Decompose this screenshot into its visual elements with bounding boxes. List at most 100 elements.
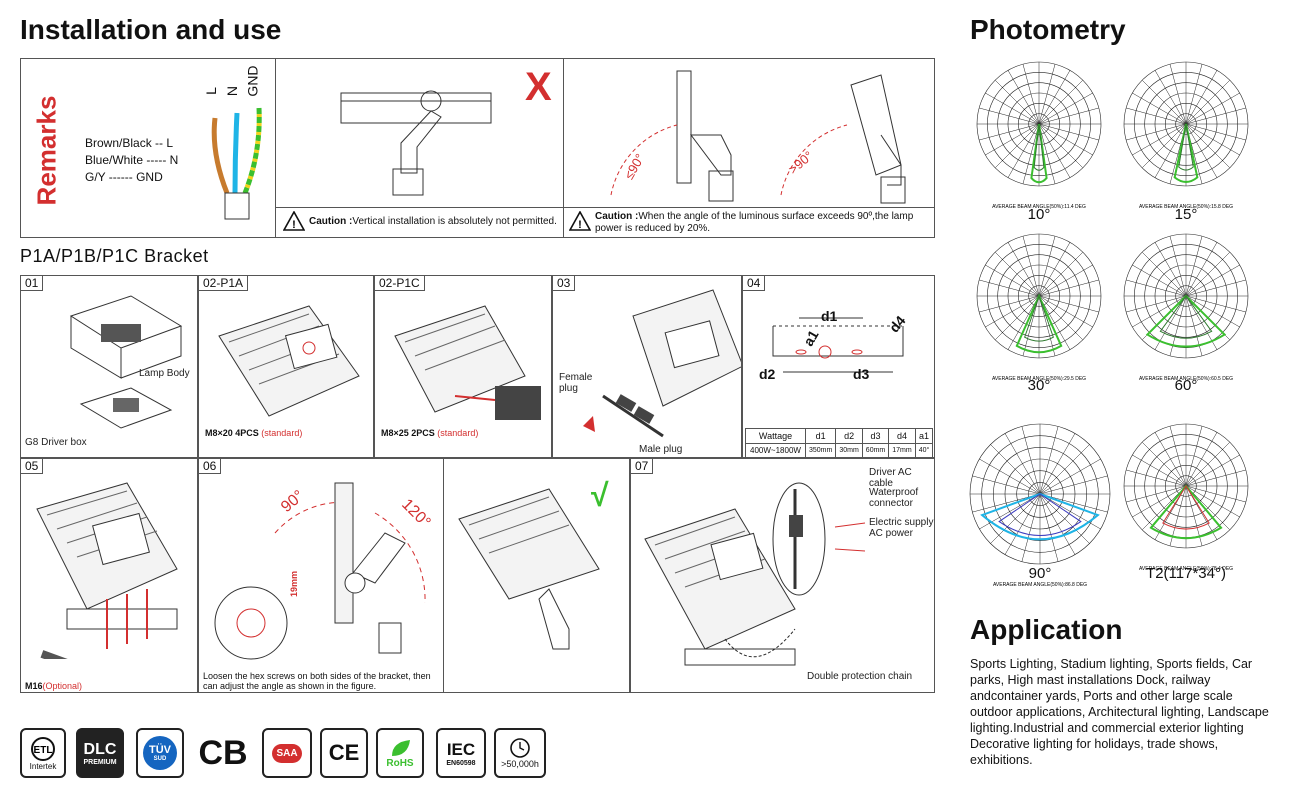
female-plug-label: Female plug	[559, 372, 593, 394]
bracket-dimension-drawing	[772, 317, 904, 373]
check-icon: √	[591, 477, 609, 513]
polar-spoke	[1185, 485, 1240, 518]
table-cell: d1	[804, 428, 837, 444]
table-row: Wattage d1 d2 d3 d4 a1	[745, 428, 934, 444]
polar-spoke	[1132, 92, 1187, 125]
table-cell: 17mm	[888, 443, 916, 457]
caution-angle-label: Caution :	[595, 211, 639, 222]
bracket-title: P1A/P1B/P1C Bracket	[20, 246, 209, 266]
polar-spoke	[1038, 123, 1084, 169]
crossarm-mount-drawing	[36, 482, 178, 659]
polar-lobe	[1178, 123, 1194, 171]
wire-notes: Brown/Black -- L Blue/White ----- N G/Y …	[85, 135, 178, 186]
polar-spoke	[985, 295, 1040, 328]
table-cell: Wattage	[745, 428, 806, 444]
divider	[275, 207, 935, 208]
svg-text:!: !	[292, 219, 296, 231]
polar-spoke	[985, 92, 1040, 125]
caution-angle: ! Caution :When the angle of the luminou…	[569, 211, 931, 235]
panel-tag: 02-P1A	[199, 276, 249, 291]
polar-diagram: AVERAGE BEAM ANGLE(50%):15.8 DEG	[1123, 61, 1249, 210]
polar-spoke	[1185, 454, 1240, 487]
polar-spoke	[1038, 264, 1093, 297]
polar-spoke	[1154, 70, 1187, 125]
electric-supply-label: Electric supply AC power	[869, 517, 934, 539]
polar-spoke	[1039, 458, 1101, 495]
polar-lobe	[1024, 294, 1054, 342]
divider	[275, 59, 276, 237]
polar-lobe	[1015, 293, 1063, 354]
table-cell: 60mm	[861, 443, 890, 457]
table-cell: 40°	[914, 443, 934, 457]
polar-spoke	[1038, 79, 1084, 125]
polar-spoke	[1039, 493, 1090, 544]
beam-angle-label: 10°	[1027, 206, 1051, 223]
svg-text:!: !	[578, 219, 582, 231]
polar-spoke	[1004, 493, 1041, 555]
table-cell: 30mm	[835, 443, 863, 457]
cb-cert-icon: CB	[190, 728, 256, 778]
polar-spoke	[1038, 251, 1084, 297]
remarks-label: Remarks	[31, 95, 62, 206]
polar-spoke	[1039, 475, 1108, 495]
polar-spoke	[1039, 433, 1076, 495]
ce-label: CE	[328, 740, 360, 765]
polar-spoke	[1141, 251, 1187, 297]
polar-caption: AVERAGE BEAM ANGLE(50%):60.5 DEG	[1139, 376, 1233, 382]
clock-icon	[510, 738, 530, 758]
rohs-label: RoHS	[386, 757, 414, 769]
polar-spoke	[1004, 433, 1041, 495]
tuv-sub-label: SUD	[153, 756, 167, 762]
polar-spoke	[1022, 64, 1040, 125]
cb-label: CB	[198, 733, 248, 772]
optional-label: (Optional)	[42, 681, 83, 691]
bolt-label: M16	[25, 681, 43, 691]
table-cell: a1	[914, 428, 934, 444]
panel-03: 03 Female plug Male plug	[552, 275, 742, 458]
lamp-bracket-drawing	[218, 305, 360, 417]
mm-label: 19mm	[289, 570, 300, 598]
polar-spoke	[1038, 123, 1056, 184]
polar-spoke	[1007, 123, 1040, 178]
polar-spoke	[1022, 295, 1040, 356]
panel-tag: 06	[199, 459, 222, 474]
tuv-logo-icon: TÜV SUD	[143, 736, 177, 770]
plug-drawing	[583, 289, 741, 438]
divider	[563, 59, 564, 237]
beam-angle-label: T2(117*34°)	[1146, 565, 1226, 582]
table-row: 400W~1800W 350mm 30mm 60mm 17mm 40°	[745, 443, 934, 457]
beam-angle-label: 60°	[1174, 377, 1198, 394]
polar-spoke	[1169, 64, 1187, 125]
warning-icon: !	[569, 211, 591, 231]
polar-lobe	[1162, 485, 1210, 530]
panel-tag: 04	[743, 276, 766, 291]
svg-text:ETL: ETL	[34, 745, 53, 756]
polar-spoke	[1185, 295, 1240, 328]
panel-05: 05 M16(Optional)	[20, 458, 198, 693]
wire-note-n: Blue/White ----- N	[85, 153, 179, 167]
polar-lobe	[1030, 123, 1048, 184]
polar-spoke	[1169, 426, 1187, 487]
polar-spoke	[1039, 493, 1059, 562]
polar-spoke	[1038, 279, 1099, 297]
tuv-cert-icon: TÜV SUD	[136, 728, 184, 778]
driver-cable-label: Driver AC cable	[869, 467, 912, 489]
saa-cert-icon: SAA	[262, 728, 312, 778]
polar-spoke	[1039, 426, 1059, 495]
polar-spoke	[1169, 236, 1187, 297]
etl-cert-icon: ETL Intertek	[20, 728, 66, 778]
driver-box-label: G8 Driver box	[25, 437, 87, 448]
standard-label: (standard)	[437, 428, 479, 438]
standard-label: (standard)	[261, 428, 303, 438]
polar-spoke	[1022, 123, 1040, 184]
beam-angle-label: 30°	[1027, 377, 1051, 394]
table-cell: d2	[835, 428, 863, 444]
wire-note-l: Brown/Black -- L	[85, 136, 174, 150]
adjust-note: Loosen the hex screws on both sides of t…	[203, 671, 431, 691]
wire-diagram	[211, 107, 262, 220]
saa-label: SAA	[272, 743, 302, 763]
polar-spoke	[1126, 295, 1187, 313]
polar-spoke	[1038, 236, 1056, 297]
polar-spoke	[1185, 251, 1231, 297]
packaging-drawing	[69, 295, 183, 429]
